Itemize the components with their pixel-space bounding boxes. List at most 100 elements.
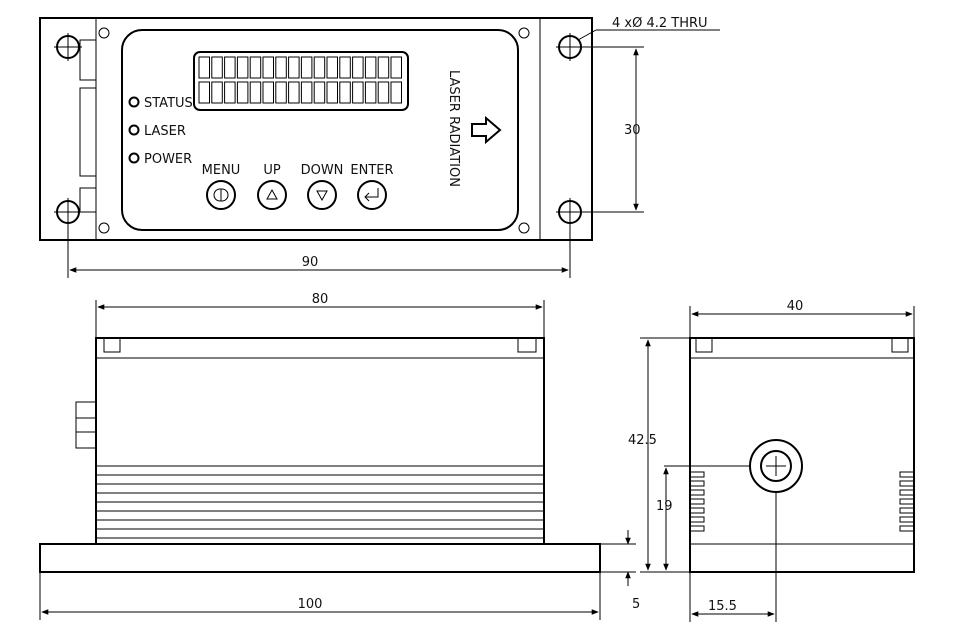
- fin-notch: [899, 525, 915, 532]
- lcd-cell: [339, 81, 351, 104]
- lcd-cell: [364, 56, 377, 79]
- up-button[interactable]: [257, 180, 287, 210]
- up-button-label: UP: [263, 163, 281, 178]
- lcd-cell: [390, 56, 402, 79]
- fin-notch: [689, 507, 705, 514]
- lcd-cell: [300, 81, 313, 104]
- down-button[interactable]: [307, 180, 337, 210]
- side-body: [689, 337, 915, 573]
- fin-notch: [689, 489, 705, 496]
- lcd-cell: [224, 56, 236, 79]
- led-icon: [128, 96, 140, 108]
- triangle-up-icon: [266, 188, 278, 200]
- indicator-laser-label: LASER: [144, 124, 186, 139]
- dim-side-width: 40: [787, 299, 804, 314]
- lcd-cell: [224, 81, 236, 104]
- lcd-cell: [352, 56, 364, 79]
- lcd-cell: [275, 81, 287, 104]
- lcd-cell: [326, 81, 338, 104]
- left-connector: [79, 87, 97, 177]
- lcd-cell: [198, 81, 210, 104]
- menu-button[interactable]: [206, 180, 236, 210]
- fin-notch: [899, 498, 915, 505]
- mounting-hole-bl: [54, 198, 82, 226]
- front-base: [39, 543, 601, 573]
- front-panel: [121, 29, 519, 231]
- lcd-cell: [390, 81, 402, 104]
- screw-icon: [518, 222, 530, 234]
- enter-icon: [366, 188, 379, 198]
- enter-button-label: ENTER: [350, 163, 393, 178]
- fin-notch: [689, 525, 705, 532]
- indicator-power: POWER: [128, 152, 192, 167]
- laser-radiation-label: LASER RADIATION: [446, 70, 461, 187]
- front-body: [95, 337, 545, 545]
- lcd-cell: [198, 56, 210, 79]
- left-connector-upper: [79, 39, 97, 81]
- dim-base-thickness: 5: [632, 597, 640, 612]
- laser-aperture: [749, 439, 803, 493]
- lcd-cell: [236, 56, 249, 79]
- screw-icon: [98, 27, 110, 39]
- front-connector: [75, 401, 97, 449]
- lcd-cell: [262, 56, 274, 79]
- side-view: 40 42.5 19 15.5: [628, 299, 915, 622]
- lcd-cell: [377, 81, 390, 104]
- hole-note: 4 xØ 4.2 THRU: [612, 16, 708, 31]
- led-icon: [128, 152, 140, 164]
- front-view: 80 100 5: [39, 292, 640, 620]
- lcd-cell: [262, 81, 274, 104]
- screw-icon: [518, 27, 530, 39]
- dim-side-height: 42.5: [628, 433, 657, 448]
- fin-notch: [689, 480, 705, 487]
- dim-aperture-height: 19: [656, 499, 673, 514]
- indicator-status: STATUS: [128, 96, 193, 111]
- fin-notch: [689, 498, 705, 505]
- fin-notch: [689, 516, 705, 523]
- enter-button[interactable]: [357, 180, 387, 210]
- indicator-power-label: POWER: [144, 152, 192, 167]
- mounting-hole-tl: [54, 33, 82, 61]
- lcd-cell: [211, 81, 223, 104]
- lcd-cell: [352, 81, 364, 104]
- top-view: STATUS LASER POWER MENU UP DOWN ENTER: [39, 16, 720, 278]
- lcd-cell: [326, 56, 338, 79]
- left-connector-lower: [79, 187, 97, 213]
- side-fins: [689, 471, 915, 532]
- dim-front-top-width: 80: [312, 292, 329, 307]
- fin-notch: [899, 516, 915, 523]
- lcd-cell: [288, 56, 300, 79]
- menu-button-label: MENU: [202, 163, 241, 178]
- fin-notch: [899, 480, 915, 487]
- top-view-outline: [39, 17, 593, 241]
- mounting-hole-tr: [556, 33, 584, 61]
- lcd-cell: [377, 56, 390, 79]
- arrow-right-icon: [471, 115, 502, 145]
- fin-notch: [899, 489, 915, 496]
- lcd-cell: [300, 56, 313, 79]
- dim-front-base-width: 100: [298, 597, 323, 612]
- fin-notch: [899, 471, 915, 478]
- mounting-hole-br: [556, 198, 584, 226]
- dim-top-width: 90: [302, 255, 319, 270]
- lcd-cell: [364, 81, 377, 104]
- lcd-cell: [339, 56, 351, 79]
- triangle-down-icon: [316, 190, 328, 202]
- dim-aperture-offset: 15.5: [708, 599, 737, 614]
- lcd-cell: [249, 81, 262, 104]
- dim-top-height: 30: [624, 123, 641, 138]
- fin-notch: [689, 471, 705, 478]
- lcd-display: [193, 51, 409, 111]
- led-icon: [128, 124, 140, 136]
- lcd-cell: [313, 56, 326, 79]
- lcd-cell: [236, 81, 249, 104]
- lcd-cell: [313, 81, 326, 104]
- indicator-status-label: STATUS: [144, 96, 193, 111]
- indicator-laser: LASER: [128, 124, 186, 139]
- lcd-cell: [249, 56, 262, 79]
- down-button-label: DOWN: [301, 163, 344, 178]
- heatsink-fins: [96, 465, 544, 539]
- screw-icon: [98, 222, 110, 234]
- lcd-cell: [211, 56, 223, 79]
